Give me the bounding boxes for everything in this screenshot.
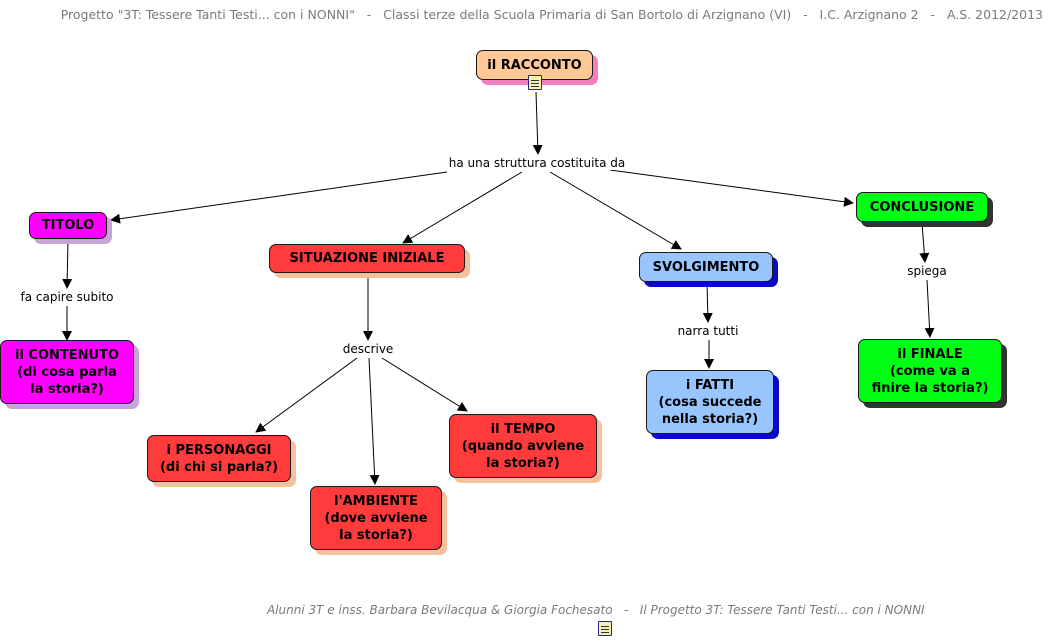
document-icon[interactable] — [528, 75, 542, 90]
link-descrive-tempo — [381, 357, 468, 412]
node-conclusione[interactable]: CONCLUSIONE — [856, 192, 988, 222]
node-finale[interactable]: il FINALE (come va a finire la storia?) — [858, 339, 1002, 403]
page-footer: Alunni 3T e inss. Barbara Bevilacqua & G… — [267, 603, 925, 617]
link-svolgimento-narra — [702, 281, 713, 323]
link-conclusione-spiega — [919, 222, 930, 263]
node-contenuto[interactable]: il CONTENUTO (di cosa parla la storia?) — [0, 340, 134, 404]
node-personaggi[interactable]: i PERSONAGGI (di chi si parla?) — [147, 435, 291, 482]
footer-document-icon[interactable] — [598, 621, 612, 636]
link-label-fa-capire: fa capire subito — [20, 290, 114, 304]
link-label-descrive: descrive — [342, 342, 394, 356]
link-descrive-personaggi — [255, 357, 358, 433]
link-label-struttura: ha una struttura costituita da — [448, 156, 626, 170]
link-struttura-conclusione — [609, 169, 854, 207]
link-racconto-struttura — [532, 91, 543, 155]
node-titolo[interactable]: TITOLO — [29, 212, 107, 239]
page-header: Progetto "3T: Tessere Tanti Testi... con… — [60, 7, 1043, 22]
node-svolgimento[interactable]: SVOLGIMENTO — [639, 252, 773, 282]
link-descrive-ambiente — [368, 357, 380, 485]
link-titolo-facapire — [62, 239, 73, 289]
link-spiega-finale — [924, 279, 935, 338]
link-label-spiega: spiega — [907, 264, 947, 278]
node-ambiente[interactable]: l'AMBIENTE (dove avviene la storia?) — [310, 486, 442, 550]
node-situazione-iniziale[interactable]: SITUAZIONE INIZIALE — [269, 244, 465, 273]
node-fatti[interactable]: i FATTI (cosa succede nella storia?) — [646, 370, 774, 434]
node-racconto[interactable]: il RACCONTO — [476, 50, 593, 80]
node-tempo[interactable]: il TEMPO (quando avviene la storia?) — [449, 414, 597, 478]
link-struttura-situazione — [402, 171, 523, 244]
link-struttura-titolo — [110, 171, 448, 224]
link-struttura-svolgimento — [549, 171, 682, 250]
link-label-narra: narra tutti — [677, 324, 739, 338]
